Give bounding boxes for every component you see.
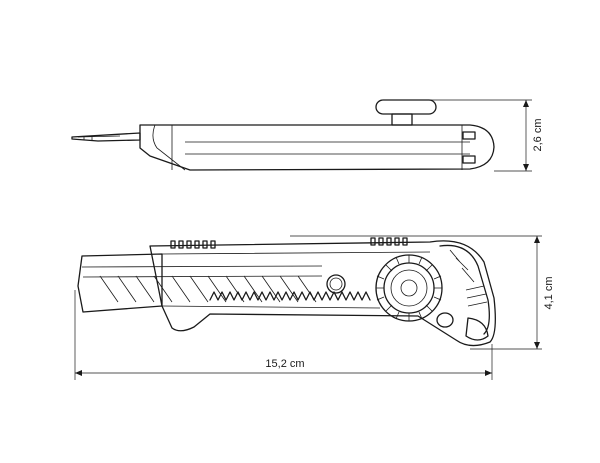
body-outline [139,124,495,171]
cutter-side-view [77,237,496,347]
blade-segments [81,265,323,303]
length-dimension: 15,2 cm [74,290,493,380]
end-cap-slot-top [462,131,476,140]
handle-outline [149,240,496,347]
height-side-label: 4,1 cm [543,276,555,309]
slider-button [326,274,346,294]
hanging-hole [436,312,454,328]
blade-tip [71,132,141,142]
slider-teeth [209,291,371,301]
blade-outline [77,253,163,313]
knob-stem [391,113,413,126]
top-ribs [170,237,408,249]
length-label: 15,2 cm [265,358,304,370]
lock-knob [375,99,437,115]
height-top-label: 2,6 cm [532,118,544,151]
end-cap-slot-bottom [462,155,476,164]
height-dimension-top: 2,6 cm [420,99,544,172]
cutter-top-view [71,99,495,171]
rear-grip [439,244,490,335]
end-tab [465,317,489,341]
lock-wheel [375,254,443,322]
height-dimension-side: 4,1 cm [290,235,555,350]
